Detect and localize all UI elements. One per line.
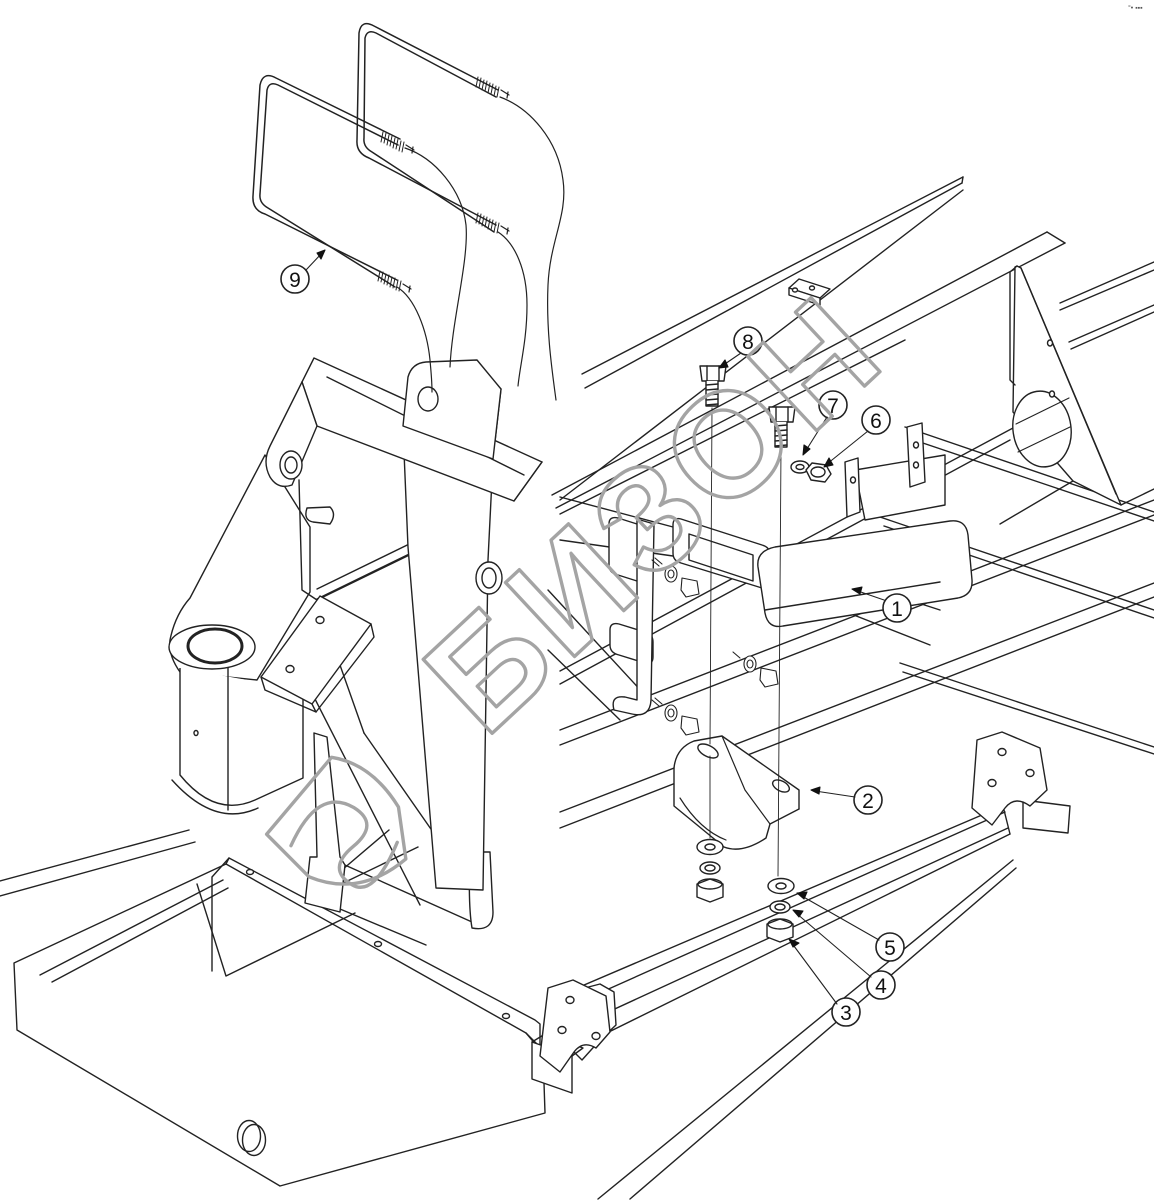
svg-text:8: 8	[742, 331, 754, 354]
svg-text:3: 3	[840, 1002, 852, 1025]
svg-text:6: 6	[870, 410, 882, 433]
svg-text:1: 1	[891, 598, 903, 621]
svg-text:9: 9	[289, 269, 301, 292]
svg-text:2: 2	[862, 790, 874, 813]
svg-text:7: 7	[827, 395, 839, 418]
svg-text:5: 5	[884, 937, 896, 960]
svg-text:4: 4	[875, 975, 887, 998]
svg-text:°• ▪▪▪: °• ▪▪▪	[1128, 4, 1143, 12]
